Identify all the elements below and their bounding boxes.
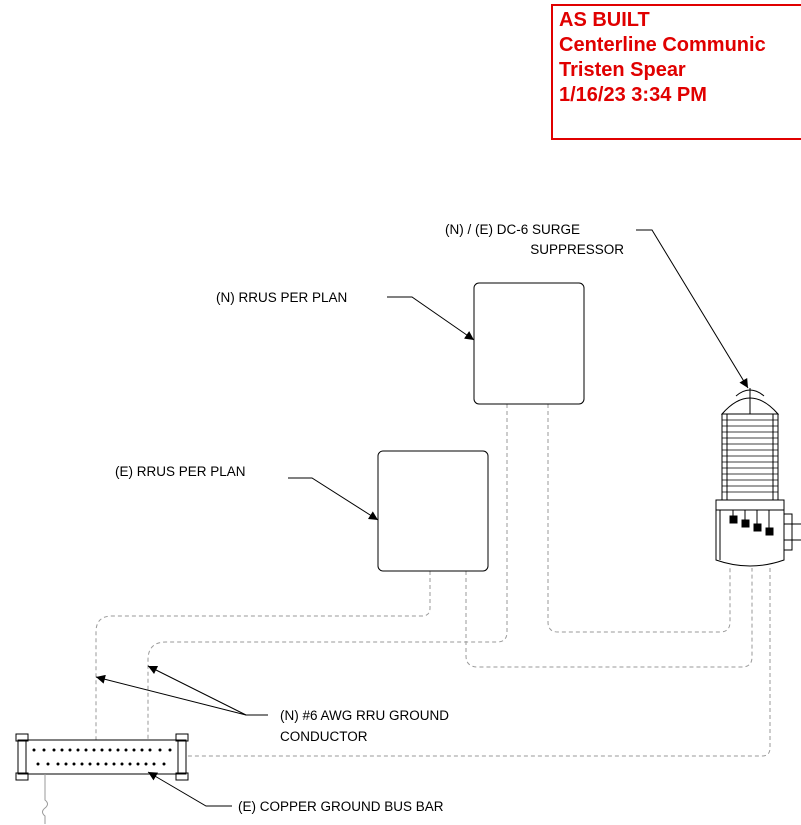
leader-ground-b	[147, 665, 247, 716]
stamp-company: Centerline Communic	[559, 34, 766, 56]
leader-rrus-new	[387, 296, 475, 341]
conductor-n-rrus-to-surge	[547, 404, 731, 633]
label-ground-conductor-line1: (N) #6 AWG RRU GROUND	[280, 708, 449, 723]
conductor-e-rrus-to-surge	[465, 568, 753, 668]
rrus-new-box	[473, 282, 585, 405]
label-surge-suppressor-line2: SUPPRESSOR	[530, 242, 624, 257]
label-rrus-new: (N) RRUS PER PLAN	[216, 290, 347, 305]
surge-fins	[722, 419, 778, 493]
conductor-n-rrus-to-bus	[147, 404, 508, 740]
surge-terminals	[729, 515, 774, 536]
conductor-surge-to-bus	[186, 568, 771, 757]
rrus-existing-box	[377, 450, 489, 572]
ground-conductors	[95, 404, 771, 757]
leaders	[95, 229, 749, 807]
as-built-stamp: AS BUILT Centerline Communic Tristen Spe…	[551, 4, 801, 140]
stamp-datetime: 1/16/23 3:34 PM	[559, 84, 707, 106]
surge-suppressor	[715, 388, 801, 567]
bus-bar-holes	[32, 748, 172, 766]
label-bus-bar: (E) COPPER GROUND BUS BAR	[238, 799, 444, 814]
copper-ground-bus-bar	[15, 733, 189, 824]
leader-bus-bar	[147, 771, 232, 807]
break-symbol	[42, 774, 48, 824]
label-surge-suppressor-line1: (N) / (E) DC-6 SURGE	[445, 222, 580, 237]
stamp-author: Tristen Spear	[559, 59, 686, 81]
label-ground-conductor-line2: CONDUCTOR	[280, 729, 368, 744]
label-rrus-existing: (E) RRUS PER PLAN	[115, 464, 246, 479]
conductor-e-rrus-to-bus-outer	[95, 571, 431, 740]
stamp-status: AS BUILT	[559, 9, 650, 31]
leader-surge	[636, 229, 749, 389]
leader-rrus-existing	[288, 477, 379, 521]
